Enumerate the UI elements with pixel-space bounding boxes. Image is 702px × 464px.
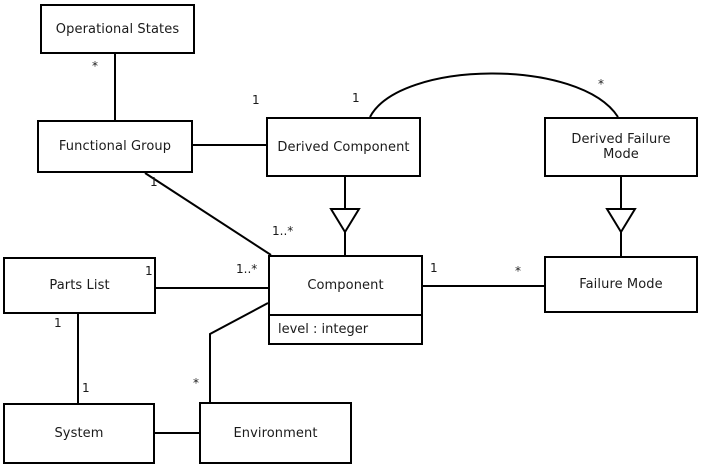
multiplicity-parts-list-component-target: 1..* xyxy=(236,262,258,276)
class-box-parts-list[interactable]: Parts List xyxy=(3,257,156,314)
class-name-derived-failure-mode: Derived Failure Mode xyxy=(571,132,671,162)
multiplicity-parts-list-component-source: 1 xyxy=(145,264,153,278)
class-box-system[interactable]: System xyxy=(3,403,155,464)
class-box-operational-states[interactable]: Operational States xyxy=(40,4,195,54)
class-name-component: Component xyxy=(307,278,384,293)
edge-functional-group-component xyxy=(144,172,272,256)
multiplicity-parts-list-system-source: 1 xyxy=(54,316,62,330)
edge-derived-component-derived-failure-mode xyxy=(369,72,619,118)
class-attribute-component-level: level : integer xyxy=(270,314,421,343)
multiplicity-component-failure-mode-target: * xyxy=(515,264,521,278)
class-name-operational-states: Operational States xyxy=(55,21,180,37)
class-name-environment: Environment xyxy=(233,425,318,441)
class-name-parts-list: Parts List xyxy=(49,278,110,293)
multiplicity-derived-failure-mode-arc-target: * xyxy=(598,77,604,91)
class-name-derived-component: Derived Component xyxy=(277,139,410,155)
multiplicity-functional-group-component-target: 1..* xyxy=(272,224,294,238)
class-name-functional-group: Functional Group xyxy=(58,139,172,154)
class-box-derived-failure-mode[interactable]: Derived Failure Mode xyxy=(544,117,698,177)
class-name-system: System xyxy=(54,426,104,441)
edge-component-environment xyxy=(209,302,269,402)
multiplicity-derived-component-arc-source: 1 xyxy=(352,91,360,105)
multiplicity-component-failure-mode-source: 1 xyxy=(430,261,438,275)
class-box-functional-group[interactable]: Functional Group xyxy=(37,120,193,173)
multiplicity-functional-group-derived-component: 1 xyxy=(252,93,260,107)
multiplicity-parts-list-system-target: 1 xyxy=(82,381,90,395)
generalization-triangle-component xyxy=(329,208,361,234)
class-box-failure-mode[interactable]: Failure Mode xyxy=(544,256,698,313)
class-name-failure-mode: Failure Mode xyxy=(579,277,663,292)
multiplicity-operational-states-functional-group: * xyxy=(92,59,98,73)
generalization-triangle-failure-mode xyxy=(605,208,637,234)
multiplicity-component-environment: * xyxy=(193,376,199,390)
class-box-derived-component[interactable]: Derived Component xyxy=(266,117,421,177)
class-box-component[interactable]: Component level : integer xyxy=(268,255,423,345)
multiplicity-functional-group-component-source: 1 xyxy=(150,175,158,189)
class-box-environment[interactable]: Environment xyxy=(199,402,352,464)
